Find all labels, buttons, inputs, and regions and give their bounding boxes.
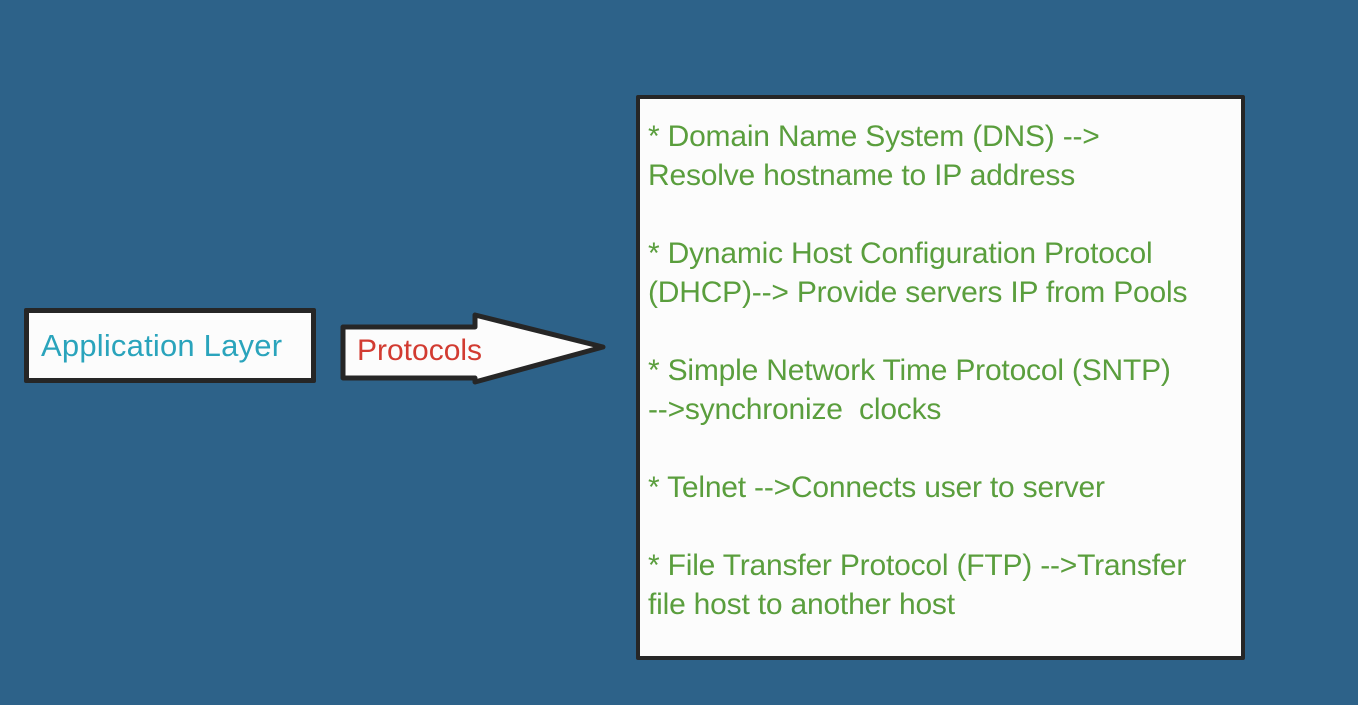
protocols-arrow-label: Protocols	[357, 334, 483, 367]
protocols-panel: * Domain Name System (DNS) --> Resolve h…	[636, 95, 1245, 660]
application-layer-label: Application Layer	[41, 327, 283, 363]
protocol-item-telnet: * Telnet -->Connects user to server	[648, 471, 1105, 504]
protocol-item-dhcp: * Dynamic Host Configuration Protocol (D…	[648, 237, 1188, 309]
protocol-item-sntp: * Simple Network Time Protocol (SNTP) --…	[648, 354, 1171, 426]
protocol-item-dns: * Domain Name System (DNS) --> Resolve h…	[648, 120, 1100, 192]
protocols-arrow: Protocols	[336, 306, 608, 386]
protocol-item-ftp: * File Transfer Protocol (FTP) -->Transf…	[648, 549, 1187, 621]
right-arrow-icon	[340, 312, 606, 385]
application-layer-box: Application Layer	[24, 308, 316, 383]
